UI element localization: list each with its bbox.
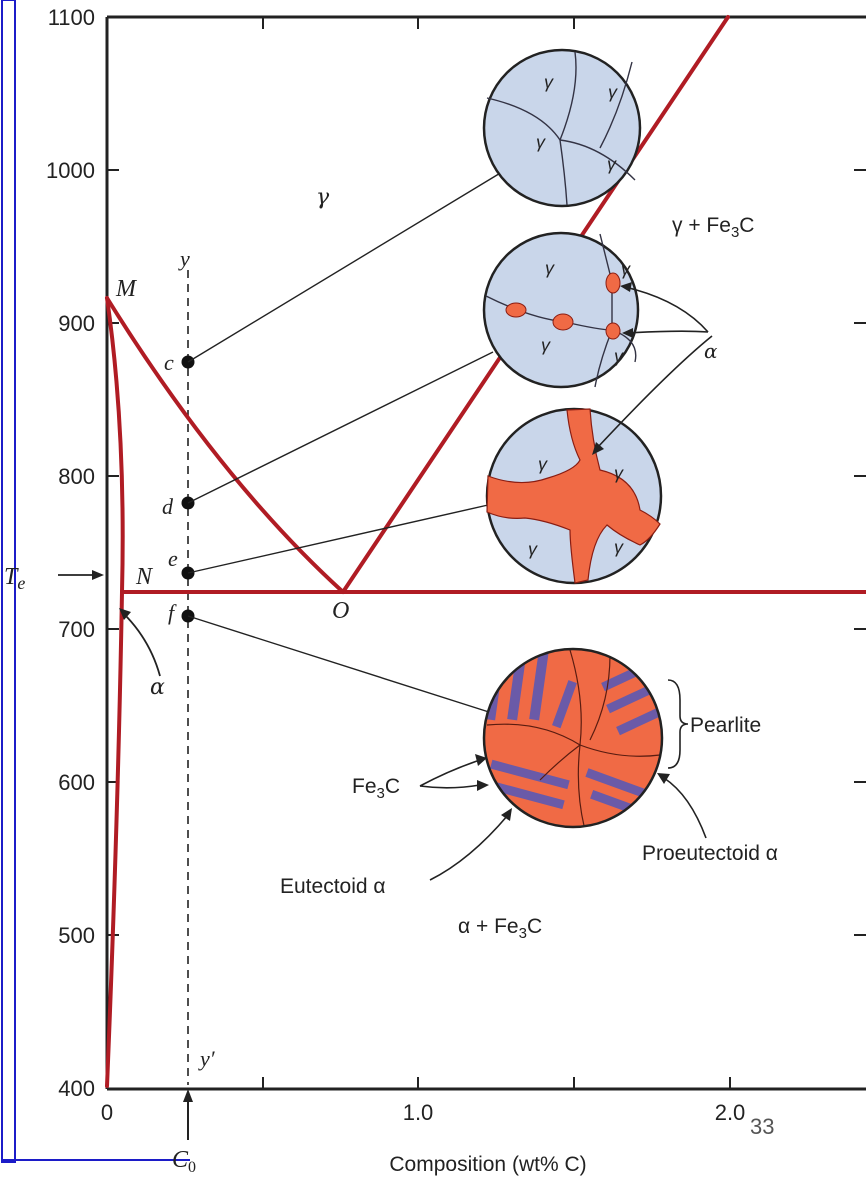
eutectoid-alpha-arrow xyxy=(430,815,508,880)
y-tick-400: 400 xyxy=(58,1076,95,1101)
svg-text:γ: γ xyxy=(528,539,538,559)
eutectoid-alpha-arrow-head xyxy=(501,808,512,821)
svg-text:γ: γ xyxy=(614,346,624,366)
label-c: c xyxy=(164,350,174,375)
label-y-bottom: y′ xyxy=(198,1046,216,1071)
proeutectoid-alpha-arrow-head xyxy=(657,773,670,784)
c0-label: C xyxy=(172,1147,189,1173)
alpha-arrow-left xyxy=(124,614,160,676)
x-tick-labels: 0 1.0 2.0 xyxy=(101,1100,745,1125)
region-gamma-fe3c: γ + Fe3C xyxy=(672,214,754,241)
label-f: f xyxy=(168,600,177,625)
y-tick-500: 500 xyxy=(58,923,95,948)
x-axis-label: Composition (wt% C) xyxy=(389,1153,586,1176)
x-tick-0: 0 xyxy=(101,1100,113,1125)
y-tick-1100: 1100 xyxy=(48,5,95,30)
label-y-top: y xyxy=(178,246,190,271)
svg-text:γ: γ xyxy=(621,259,631,279)
region-gamma: γ xyxy=(316,185,330,210)
svg-text:C0: C0 xyxy=(172,1147,196,1176)
y-tick-1000: 1000 xyxy=(46,158,95,183)
label-m: M xyxy=(115,276,138,302)
te-arrow xyxy=(58,570,104,580)
pearlite-brace xyxy=(668,680,688,768)
svg-text:γ: γ xyxy=(608,82,618,102)
x-tick-2: 2.0 xyxy=(715,1100,746,1125)
svg-text:γ: γ xyxy=(607,154,617,174)
svg-text:γ: γ xyxy=(614,537,624,557)
label-o: O xyxy=(332,598,349,624)
leader-lines xyxy=(188,172,502,713)
label-fe3c: Fe3C xyxy=(352,775,400,802)
region-alpha-fe3c: α + Fe3C xyxy=(458,915,542,942)
label-proeutectoid-alpha: Proeutectoid α xyxy=(642,842,778,865)
svg-text:γ: γ xyxy=(545,258,555,278)
x-tick-1: 1.0 xyxy=(403,1100,434,1125)
y-tick-700: 700 xyxy=(58,617,95,642)
microstructure-e-proeutectoid-growth: γ γ γ γ xyxy=(487,409,661,583)
label-te: Te xyxy=(4,564,25,593)
svg-text:γ: γ xyxy=(536,132,546,152)
svg-text:γ: γ xyxy=(544,72,554,92)
svg-text:γ: γ xyxy=(541,335,551,355)
label-alpha-under-n: α xyxy=(150,675,165,700)
y-tick-800: 800 xyxy=(58,464,95,489)
label-n: N xyxy=(135,564,154,590)
y-tick-labels: 1100 1000 900 800 700 600 500 400 xyxy=(46,5,95,1101)
label-pearlite: Pearlite xyxy=(690,714,761,737)
label-alpha-right: α xyxy=(704,339,718,363)
c0-subscript: 0 xyxy=(188,1159,196,1176)
y-tick-900: 900 xyxy=(58,311,95,336)
gamma-solvus-mn xyxy=(107,298,343,592)
microstructure-c-austenite: γ γ γ γ xyxy=(484,50,640,206)
svg-text:γ: γ xyxy=(538,454,548,474)
label-d: d xyxy=(162,494,174,519)
alpha-solvus xyxy=(107,298,123,592)
microstructure-f-pearlite xyxy=(484,649,674,830)
c0-marker: C0 xyxy=(172,1089,196,1176)
fe3c-arrows xyxy=(420,760,480,788)
microstructure-d-proeutectoid-nucleation: γ γ γ γ xyxy=(484,233,638,387)
proeutectoid-alpha-arrow xyxy=(664,778,706,838)
page-number: 33 xyxy=(750,1114,774,1139)
svg-text:γ: γ xyxy=(614,463,624,483)
label-eutectoid-alpha: Eutectoid α xyxy=(280,875,386,898)
y-tick-600: 600 xyxy=(58,770,95,795)
label-e: e xyxy=(168,546,178,571)
y-ticks xyxy=(107,17,866,935)
alpha-lower-solvus xyxy=(107,592,122,1086)
